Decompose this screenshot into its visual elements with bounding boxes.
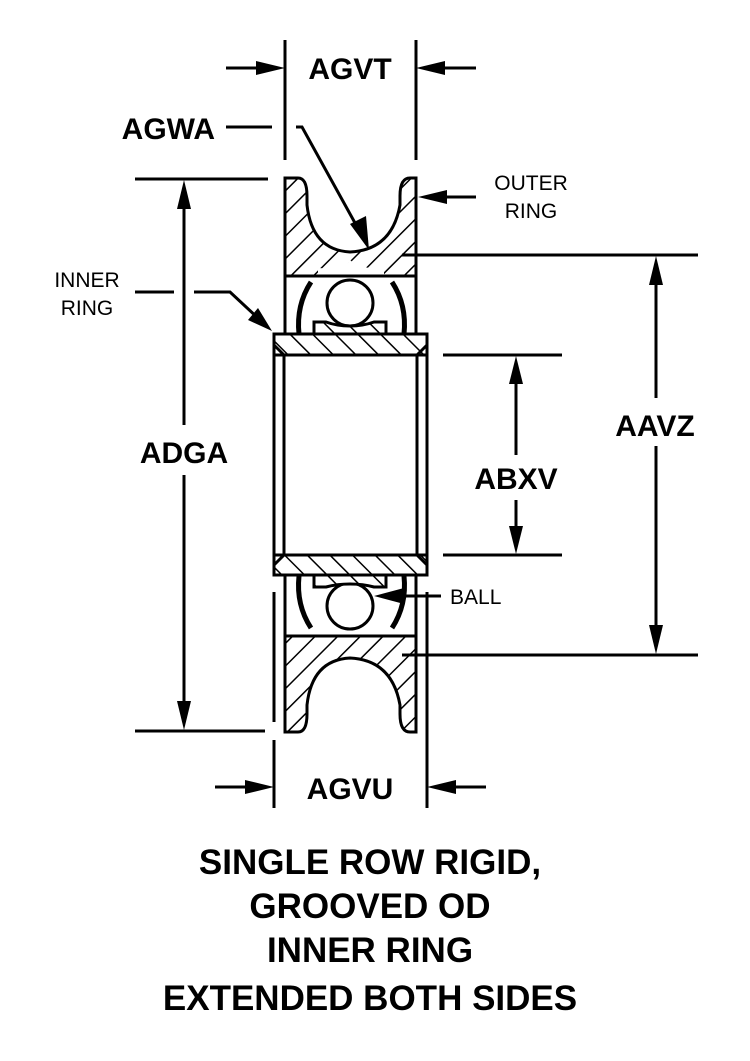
shield-bottom-left xyxy=(296,575,314,630)
caption-line-3: INNER RING xyxy=(267,931,473,970)
leader-outer-ring: OUTER RING xyxy=(418,172,568,223)
inner-ring xyxy=(272,320,429,589)
shield-top-left xyxy=(296,280,314,335)
caption-line-1: SINGLE ROW RIGID, xyxy=(199,843,541,882)
label-inner-ring-2: RING xyxy=(61,297,114,320)
label-outer-ring-1: OUTER xyxy=(494,172,568,195)
label-agwa: AGWA xyxy=(122,113,215,146)
caption: SINGLE ROW RIGID, GROOVED OD INNER RING … xyxy=(163,843,577,1018)
dimension-abxv: ABXV xyxy=(443,353,562,557)
ball-top xyxy=(325,278,375,328)
outer-ring-bottom xyxy=(283,634,418,734)
caption-line-2: GROOVED OD xyxy=(249,887,490,926)
ball-bottom xyxy=(325,581,375,631)
outer-ring-top xyxy=(283,176,418,278)
dimension-aavz: AAVZ xyxy=(402,253,698,657)
caption-line-4: EXTENDED BOTH SIDES xyxy=(163,979,577,1018)
label-abxv: ABXV xyxy=(474,463,557,496)
dimension-agvu: AGVU xyxy=(215,592,486,808)
label-agvu: AGVU xyxy=(307,773,394,806)
label-outer-ring-2: RING xyxy=(505,200,558,223)
shield-top-right xyxy=(389,280,407,335)
label-adga: ADGA xyxy=(140,437,228,470)
leader-agwa: AGWA xyxy=(122,113,369,250)
leader-ball: BALL xyxy=(374,586,501,609)
label-ball: BALL xyxy=(450,586,501,609)
leader-inner-ring: INNER RING xyxy=(54,269,272,331)
dimension-adga: ADGA xyxy=(135,177,268,733)
dimension-agvt: AGVT xyxy=(226,40,476,160)
label-inner-ring-1: INNER xyxy=(54,269,119,292)
label-aavz: AAVZ xyxy=(615,410,694,443)
label-agvt: AGVT xyxy=(308,53,391,86)
